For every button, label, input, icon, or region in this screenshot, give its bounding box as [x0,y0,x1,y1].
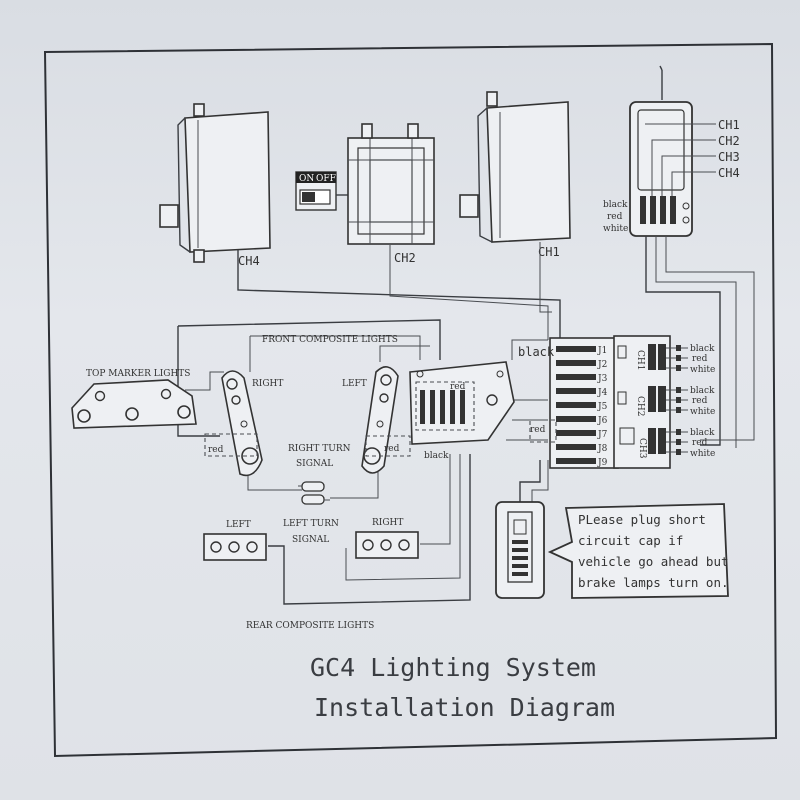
pin-j2: J2 [597,360,607,370]
out2-red: red [692,396,708,406]
receiver-ch3-label: CH3 [718,150,740,164]
rear-right-label: RIGHT [372,518,403,528]
front-light-right [204,370,263,477]
out2-black: black [690,386,715,396]
note-line-3: vehicle go ahead but [578,554,729,569]
pin-j1: J1 [597,346,607,356]
rear-composite-lights-label: REAR COMPOSITE LIGHTS [246,621,374,631]
receiver-ch4-label: CH4 [718,166,740,180]
light-module-ch2-label: CH2 [394,251,416,265]
switch-on-label: ON [299,174,314,184]
out3-black: black [690,428,715,438]
controller-ch3-label: CH3 [637,438,647,459]
note-line-2: circuit cap if [578,533,683,548]
pin-j5: J5 [597,402,608,412]
short-circuit-cap [495,501,545,599]
front-left-label: LEFT [342,379,367,389]
note-line-4: brake lamps turn on. [578,575,729,590]
pin-j4: J4 [597,388,608,398]
note-callout [547,503,729,599]
front-light-left [361,366,411,474]
out2-white: white [690,407,715,417]
rear-left-label: LEFT [226,520,251,530]
pin-j8: J8 [597,444,608,454]
note-line-1: PLease plug short [578,512,706,527]
out1-red: red [692,354,708,364]
receiver [629,65,716,237]
out3-white: white [690,449,715,459]
switch-off-label: OFF [316,174,336,184]
connector-red-label: red [450,382,466,392]
light-controller [529,335,688,469]
out3-red: red [692,438,708,448]
front-right-red-label: red [208,445,224,455]
controller-ch1-label: CH1 [635,350,645,370]
receiver-wire-black: black [603,200,628,210]
servo-ch4-label: CH4 [238,254,260,268]
left-turn-signal-label-2: SIGNAL [292,535,329,545]
rear-light-right [355,531,419,559]
front-right-label: RIGHT [252,379,283,389]
servo-ch4 [159,103,271,263]
servo-ch1-label: CH1 [538,245,560,259]
pin-j3: J3 [597,374,608,384]
receiver-wire-white: white [603,224,628,234]
receiver-wire-red: red [607,212,623,222]
receiver-ch2-label: CH2 [718,134,740,148]
top-marker-lights-label: TOP MARKER LIGHTS [86,369,190,379]
title-line-2: Installation Diagram [314,693,615,722]
front-left-red-label: red [384,444,400,454]
pin-j7: J7 [597,430,608,440]
connector-block [409,361,515,445]
receiver-ch1-label: CH1 [718,118,740,132]
title-line-1: GC4 Lighting System [310,653,596,682]
out1-black: black [690,344,715,354]
rear-light-left [203,533,267,561]
sheet-border [43,42,778,758]
front-composite-lights-label: FRONT COMPOSITE LIGHTS [262,335,398,345]
left-turn-signal-label-1: LEFT TURN [283,519,339,529]
turn-signal-bulbs [298,481,330,505]
right-turn-signal-label-1: RIGHT TURN [288,444,351,454]
pin-j9: J9 [597,458,608,468]
pin-j6: J6 [597,416,608,426]
out1-white: white [690,365,715,375]
wire-harness [177,236,755,605]
controller-ch2-label: CH2 [635,396,645,416]
right-turn-signal-label-2: SIGNAL [296,459,333,469]
top-marker-lights [71,379,197,429]
on-off-switch [295,171,350,211]
controller-red-label: red [530,425,546,435]
controller-black-label: black [518,345,555,359]
connector-black-label: black [424,451,449,461]
servo-ch1 [459,91,571,243]
light-module-ch2 [347,123,435,245]
